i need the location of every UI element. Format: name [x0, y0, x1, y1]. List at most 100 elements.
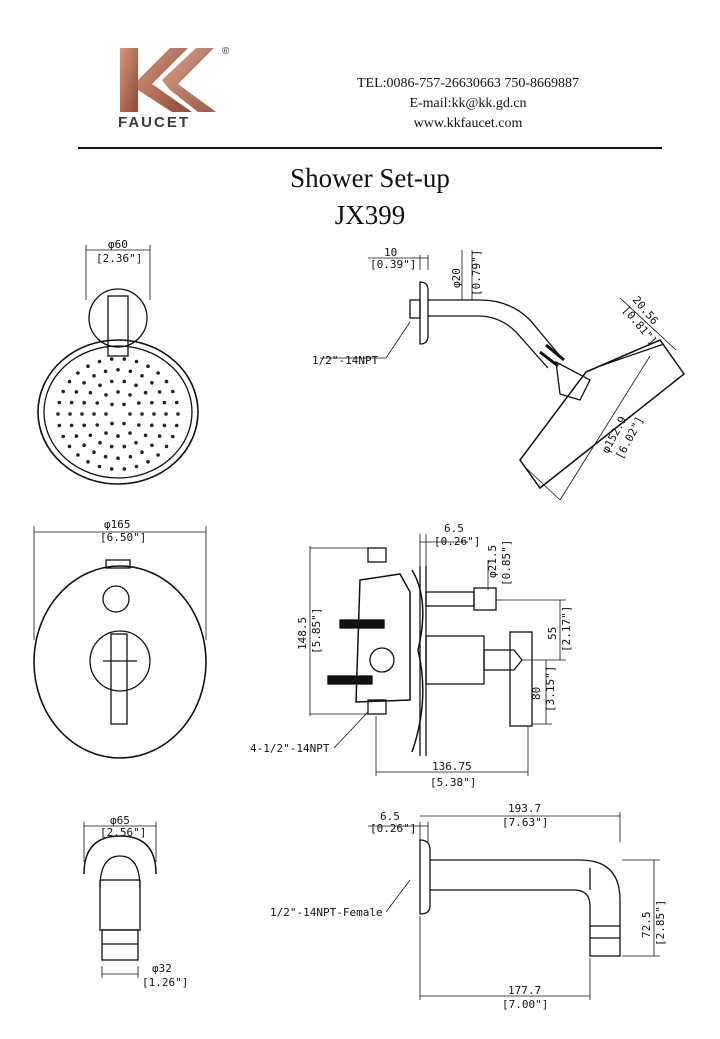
npt-label-arm: 1/2"-14NPT	[312, 354, 379, 367]
dim-21-5-in: [0.85"]	[500, 540, 513, 586]
nozzle-dot	[95, 423, 99, 427]
nozzle-dot	[146, 460, 150, 464]
nozzle-dot	[92, 374, 96, 378]
dim-65: φ65	[110, 814, 130, 827]
nozzle-dot	[61, 434, 65, 439]
nozzle-dot	[110, 421, 114, 426]
contact-block: TEL:0086-757-26630663 750-8669887 E-mail…	[318, 74, 618, 134]
nozzle-dot	[150, 423, 154, 428]
shower-head-front-view	[37, 245, 199, 485]
tel-text: TEL:0086-757-26630663 750-8669887	[356, 76, 580, 91]
nozzle-dot	[86, 460, 90, 464]
nozzle-dot	[92, 412, 96, 416]
dim-21-5: φ21.5	[486, 545, 499, 578]
nozzle-dot	[140, 374, 144, 378]
nozzle-dot	[164, 379, 169, 384]
nozzle-dot	[143, 390, 148, 395]
npt-label-spout: 1/2"-14NPT-Female	[270, 906, 383, 919]
dim-165: φ165	[104, 518, 131, 531]
nozzle-dot	[97, 359, 102, 364]
dim-32-in: [1.26"]	[142, 976, 188, 989]
nozzle-dot	[116, 456, 120, 461]
dim-32: φ32	[152, 962, 172, 975]
nozzle-dot	[67, 379, 72, 384]
nozzle-dot	[122, 357, 127, 361]
nozzle-dot	[116, 434, 120, 438]
nozzle-dot	[134, 464, 139, 469]
nozzle-dot	[82, 381, 86, 385]
kk-logo	[120, 48, 216, 112]
nozzle-dot	[162, 400, 167, 405]
nozzle-dot	[82, 423, 86, 428]
dim-20: φ20	[450, 268, 463, 288]
dim-20-in: [0.79"]	[470, 250, 483, 296]
nozzle-dot	[80, 412, 84, 416]
dim-10-in: [0.39"]	[370, 258, 416, 271]
nozzle-dot	[109, 444, 114, 449]
nozzle-dot	[74, 434, 79, 438]
nozzle-dot	[174, 400, 179, 405]
nozzle-dot	[146, 364, 150, 369]
dim-6-5-spout: 6.5	[380, 810, 400, 823]
nozzle-dot	[109, 357, 114, 361]
nozzle-dot	[128, 431, 132, 435]
nozzle-dot	[156, 371, 160, 375]
nozzle-dot	[116, 390, 120, 394]
nozzle-dot	[98, 383, 102, 388]
email-text: E-mail:kk@kk.gd.cn	[409, 96, 527, 111]
dim-193-7-in: [7.63"]	[502, 816, 548, 829]
nozzle-dot	[95, 401, 99, 405]
nozzle-dot	[56, 412, 60, 416]
nozzle-dot	[67, 444, 72, 449]
nozzle-dot	[140, 450, 144, 455]
nozzle-dot	[104, 393, 108, 397]
nozzle-dot	[92, 450, 96, 455]
dim-72-5: 72.5	[640, 912, 653, 939]
dim-177-7-in: [7.00"]	[502, 998, 548, 1011]
nozzle-dot	[74, 390, 79, 394]
nozzle-dot	[122, 379, 127, 384]
nozzle-dot	[156, 453, 160, 457]
nozzle-dot	[150, 400, 154, 405]
header-divider	[78, 147, 662, 149]
nozzle-dot	[109, 467, 114, 471]
brand-name: FAUCET	[118, 114, 190, 131]
nozzle-dot	[143, 433, 148, 438]
trim-plate-front-view	[33, 526, 207, 759]
dim-177-7: 177.7	[508, 984, 541, 997]
nozzle-dot	[128, 454, 133, 459]
tub-spout-front-view	[83, 822, 157, 978]
dim-80: 80	[530, 687, 543, 700]
dim-136-75-in: [5.38"]	[430, 776, 476, 789]
nozzle-dot	[68, 412, 72, 416]
nozzle-dot	[116, 368, 120, 372]
nozzle-dot	[134, 383, 138, 388]
dim-148-5: 148.5	[296, 617, 309, 650]
shower-arm-side-view	[320, 250, 686, 501]
nozzle-dot	[103, 369, 108, 374]
nozzle-dot	[69, 400, 74, 405]
nozzle-dot	[61, 389, 65, 394]
nozzle-dot	[122, 444, 127, 449]
dim-6-5-valve: 6.5	[444, 522, 464, 535]
nozzle-dot	[134, 440, 138, 445]
nozzle-dot	[162, 423, 167, 428]
nozzle-dot	[171, 389, 175, 394]
nozzle-dot	[86, 364, 90, 369]
nozzle-dot	[134, 359, 139, 364]
nozzle-dot	[137, 401, 141, 405]
nozzle-dot	[110, 402, 114, 407]
nozzle-dot	[128, 369, 133, 374]
model-number: JX399	[334, 200, 406, 230]
nozzle-dot	[103, 454, 108, 459]
dim-148-5-in: [5.85"]	[310, 608, 323, 654]
nozzle-dot	[122, 421, 126, 426]
nozzle-dot	[104, 431, 108, 435]
nozzle-dot	[150, 381, 154, 385]
npt-label-valve: 4-1/2"-14NPT	[250, 742, 330, 755]
nozzle-dot	[122, 402, 126, 407]
dim-6-5-valve-in: [0.26"]	[434, 535, 480, 548]
nozzle-dot	[97, 464, 102, 469]
nozzle-dot	[122, 467, 127, 471]
